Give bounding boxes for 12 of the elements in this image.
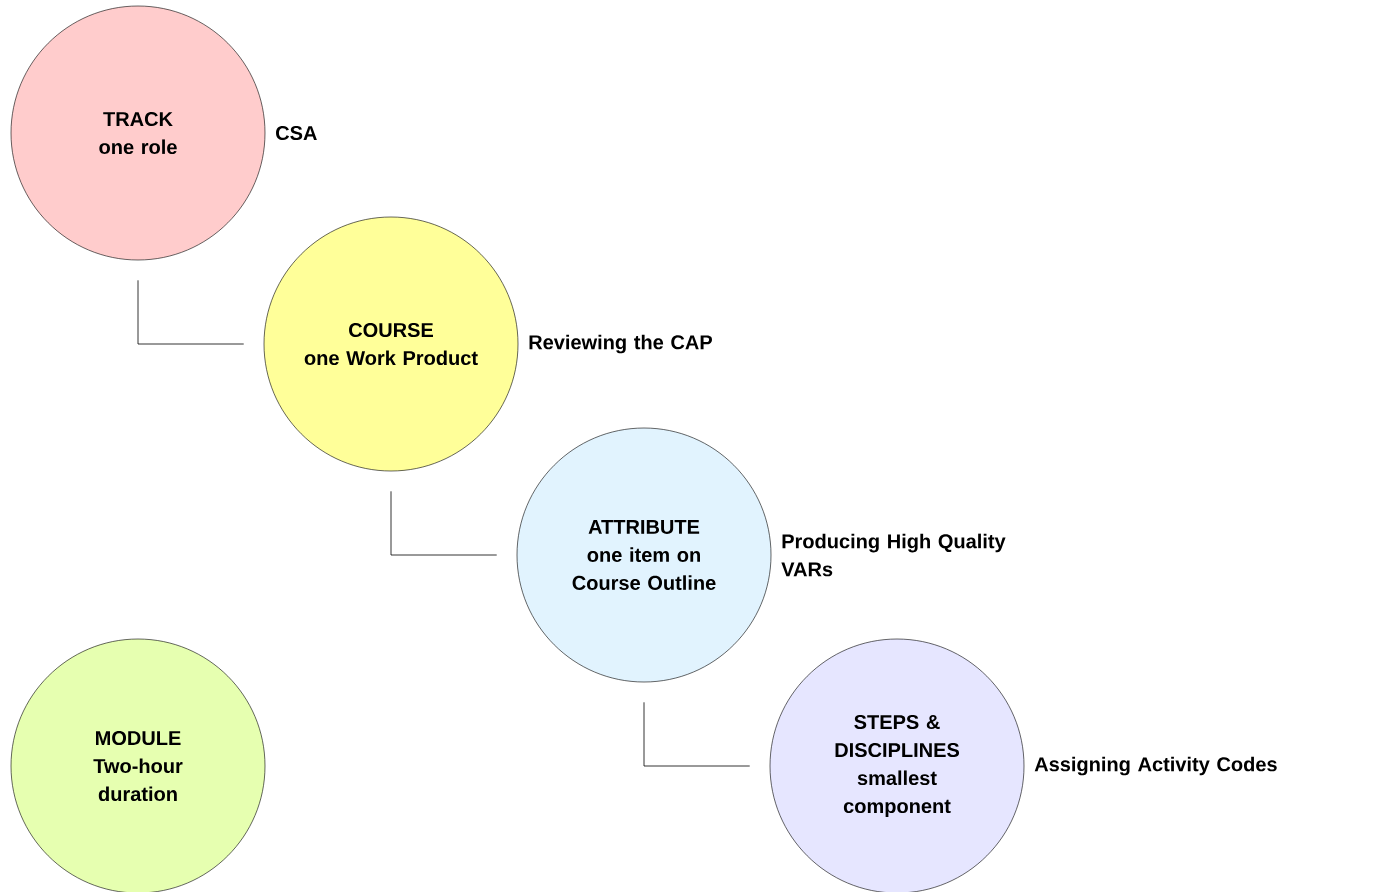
node-caption: CSA (276, 125, 317, 141)
elbow-connector (643, 701, 751, 767)
circle-node: ATTRIBUTE one item on Course Outline (516, 427, 772, 683)
circle-node: MODULE Two-hour duration (10, 638, 266, 892)
circle-node: TRACK one role (10, 5, 266, 261)
node-caption: Producing High Quality VARs (781, 533, 1006, 577)
circle-node: COURSE one Work Product (263, 216, 519, 472)
elbow-connector (137, 279, 245, 345)
node-caption: Assigning Activity Codes (1034, 756, 1277, 776)
circle-node: STEPS & DISCIPLINES smallest component (769, 638, 1025, 892)
elbow-connector (390, 490, 498, 556)
node-caption: Reviewing the CAP (529, 334, 712, 354)
